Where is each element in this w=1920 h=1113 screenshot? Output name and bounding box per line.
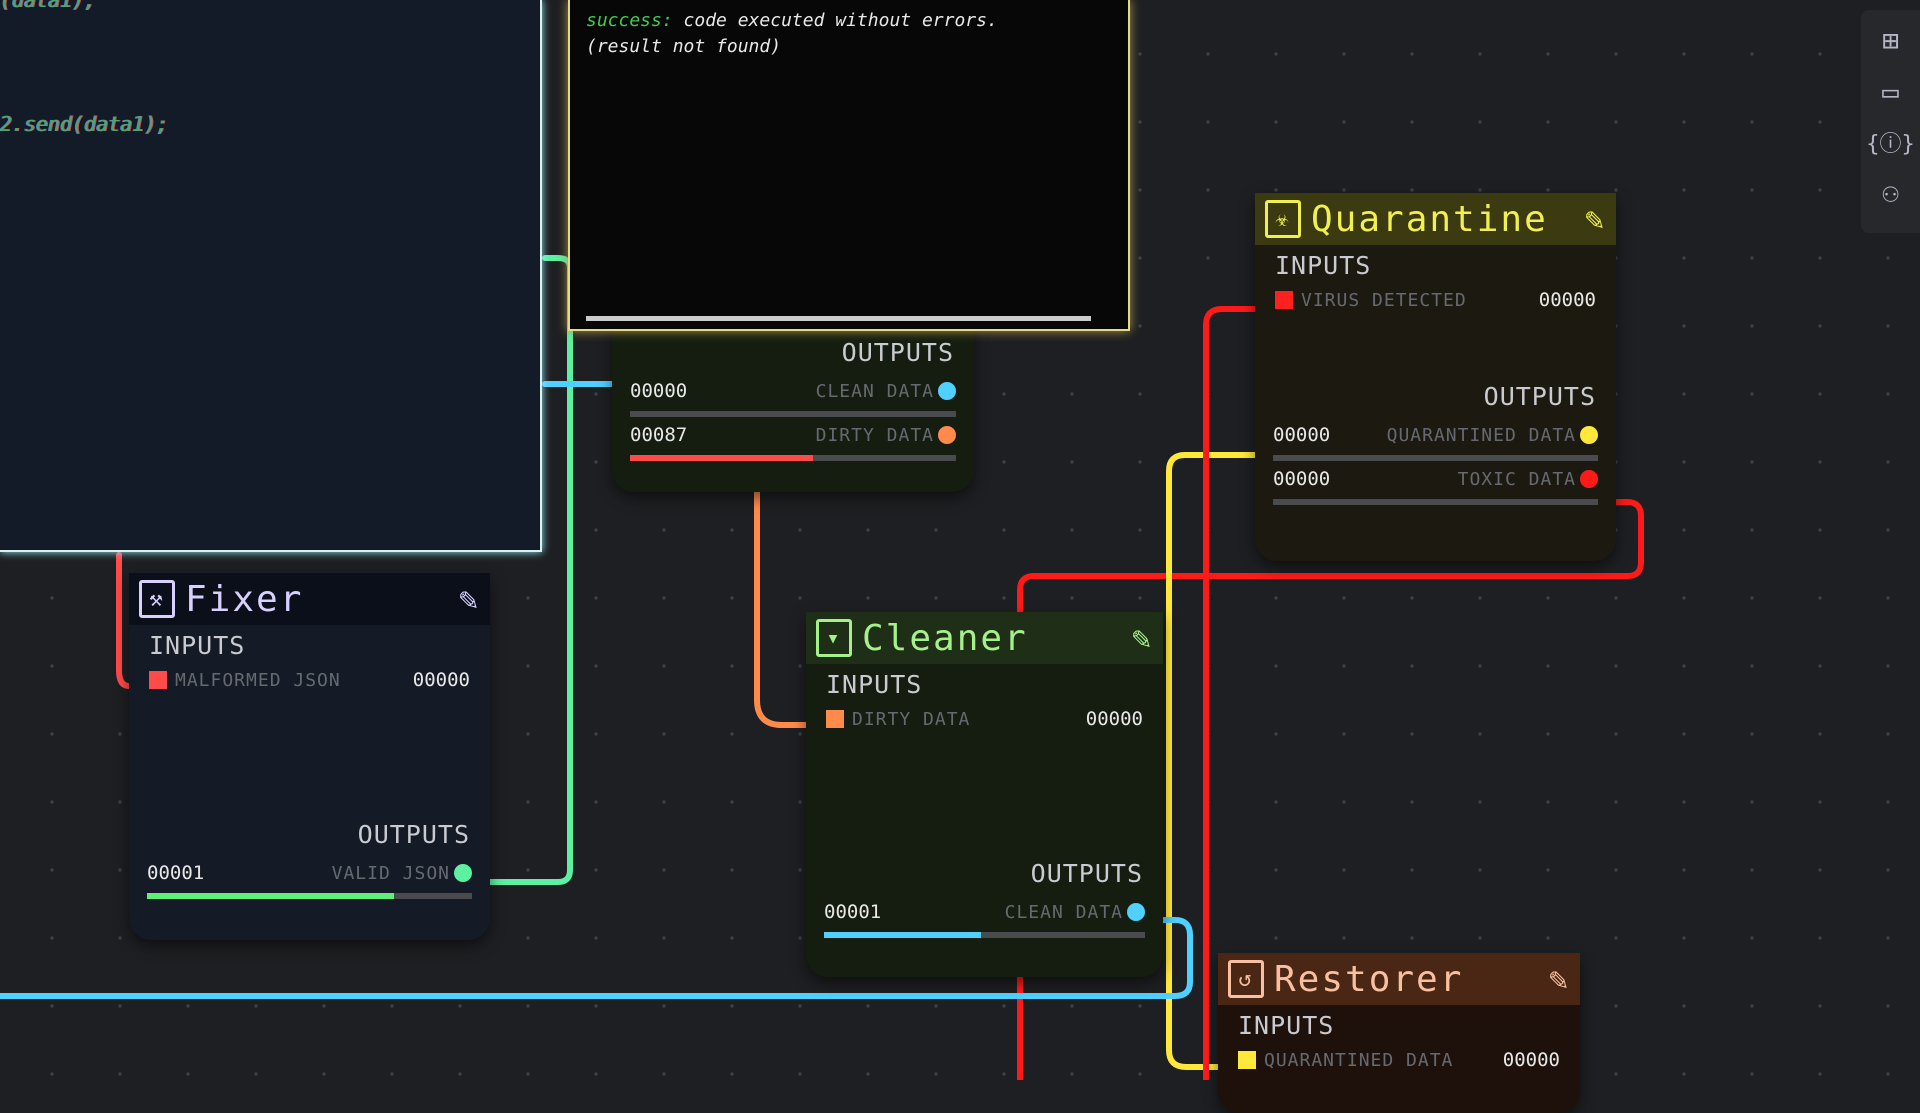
input-port[interactable]	[1275, 291, 1293, 309]
wire-red-toxic	[1017, 499, 1644, 615]
output-value: 00087	[630, 424, 688, 446]
output-label: CLEAN DATA	[815, 380, 934, 402]
code-line: 2.send(data1);	[0, 112, 169, 136]
node-cleaner[interactable]: ▾ Cleaner ✎ INPUTS DIRTY DATA 00000 OUTPUTS…	[806, 612, 1163, 977]
output-value: 00001	[147, 862, 205, 884]
outputs-label: OUTPUTS	[1483, 382, 1596, 411]
output-row: 00000 CLEAN DATA	[612, 377, 974, 417]
node-title: Quarantine	[1311, 198, 1548, 240]
biohazard-document-icon: ☣	[1265, 200, 1301, 238]
code-editor[interactable]: (data1); 2.send(data1);	[0, 0, 542, 552]
outputs-label: OUTPUTS	[841, 338, 954, 367]
scrollbar[interactable]	[586, 316, 1091, 321]
output-row: 00087 DIRTY DATA	[612, 421, 974, 461]
input-row: DIRTY DATA 00000	[806, 705, 1163, 733]
edit-icon[interactable]: ✎	[1548, 960, 1570, 998]
inputs-label: INPUTS	[1238, 1011, 1335, 1040]
node-restorer[interactable]: ↺ Restorer ✎ INPUTS QUARANTINED DATA 00000	[1218, 953, 1580, 1113]
outputs-label: OUTPUTS	[357, 820, 470, 849]
inputs-label: INPUTS	[826, 670, 923, 699]
edit-icon[interactable]: ✎	[458, 580, 480, 618]
edit-icon[interactable]: ✎	[1584, 200, 1606, 238]
output-value: 00000	[1273, 468, 1331, 490]
progress-bar	[1273, 499, 1598, 505]
output-row: 00001 CLEAN DATA	[806, 898, 1163, 938]
input-label: QUARANTINED DATA	[1264, 1049, 1454, 1071]
output-port[interactable]	[1580, 426, 1598, 444]
output-port[interactable]	[938, 382, 956, 400]
node-fixer[interactable]: ⚒ Fixer ✎ INPUTS MALFORMED JSON 00000 OUTPU…	[129, 573, 490, 940]
wires	[0, 255, 1644, 1080]
code-line: (data1);	[0, 0, 97, 12]
input-value: 00000	[1502, 1049, 1560, 1071]
outputs-label: OUTPUTS	[1030, 859, 1143, 888]
restore-document-icon: ↺	[1228, 960, 1264, 998]
output-label: QUARANTINED DATA	[1386, 424, 1576, 446]
node-quarantine[interactable]: ☣ Quarantine ✎ INPUTS VIRUS DETECTED 00000 …	[1255, 193, 1616, 561]
output-label: VALID JSON	[331, 862, 450, 884]
input-port[interactable]	[1238, 1051, 1256, 1069]
input-label: MALFORMED JSON	[175, 669, 341, 691]
node-header[interactable]: ↺ Restorer ✎	[1218, 953, 1580, 1005]
output-row: 00000 TOXIC DATA	[1255, 465, 1616, 505]
node-header[interactable]: ⚒ Fixer ✎	[129, 573, 490, 625]
progress-bar	[1273, 455, 1598, 461]
output-value: 00000	[630, 380, 688, 402]
wire-orange	[754, 487, 809, 728]
output-port[interactable]	[938, 426, 956, 444]
code-braces-icon[interactable]: {ⓘ}	[1866, 132, 1915, 157]
filter-document-icon: ▾	[816, 619, 852, 657]
output-label: TOXIC DATA	[1457, 468, 1576, 490]
input-label: VIRUS DETECTED	[1301, 289, 1467, 311]
output-label: DIRTY DATA	[815, 424, 934, 446]
inputs-label: INPUTS	[1275, 251, 1372, 280]
input-value: 00000	[1085, 708, 1143, 730]
wire-red-virus	[1203, 306, 1276, 1080]
output-row: 00001 VALID JSON	[129, 859, 490, 899]
output-value: 00001	[824, 901, 882, 923]
status-message: code executed without errors.	[672, 10, 998, 31]
node-title: Fixer	[185, 578, 304, 620]
result-text: (result not found)	[586, 36, 782, 57]
output-console[interactable]: success: code executed without errors. (…	[568, 0, 1130, 331]
input-port[interactable]	[149, 671, 167, 689]
wire-green	[487, 255, 573, 885]
input-value: 00000	[1538, 289, 1596, 311]
progress-bar	[824, 932, 1145, 938]
edit-icon[interactable]: ✎	[1131, 619, 1153, 657]
wire-cyan-bottom	[0, 917, 1193, 999]
status-text: success:	[586, 10, 673, 31]
output-label: CLEAN DATA	[1004, 901, 1123, 923]
output-port[interactable]	[1127, 903, 1145, 921]
progress-bar	[147, 893, 472, 899]
input-row: MALFORMED JSON 00000	[129, 666, 490, 694]
input-value: 00000	[412, 669, 470, 691]
progress-bar	[630, 455, 956, 461]
input-port[interactable]	[826, 710, 844, 728]
new-window-icon[interactable]: ⊞	[1882, 24, 1899, 57]
output-port[interactable]	[454, 864, 472, 882]
progress-bar	[630, 411, 956, 417]
node-title: Cleaner	[862, 617, 1028, 659]
wire-red-fixer	[116, 552, 132, 689]
node-title: Restorer	[1274, 958, 1464, 1000]
monitor-icon[interactable]: ▭	[1882, 75, 1899, 108]
output-port[interactable]	[1580, 470, 1598, 488]
input-row: QUARANTINED DATA 00000	[1218, 1046, 1580, 1074]
node-header[interactable]: ▾ Cleaner ✎	[806, 612, 1163, 664]
nodes-icon[interactable]: ⚇	[1882, 176, 1899, 209]
node-header[interactable]: ☣ Quarantine ✎	[1255, 193, 1616, 245]
input-row: VIRUS DETECTED 00000	[1255, 286, 1616, 314]
output-value: 00000	[1273, 424, 1331, 446]
output-row: 00000 QUARANTINED DATA	[1255, 421, 1616, 461]
input-label: DIRTY DATA	[852, 708, 971, 730]
right-toolbar: ⊞ ▭ {ⓘ} ⚇	[1861, 10, 1920, 233]
wrench-document-icon: ⚒	[139, 580, 175, 618]
inputs-label: INPUTS	[149, 631, 246, 660]
wire-yellow	[1166, 452, 1258, 1070]
